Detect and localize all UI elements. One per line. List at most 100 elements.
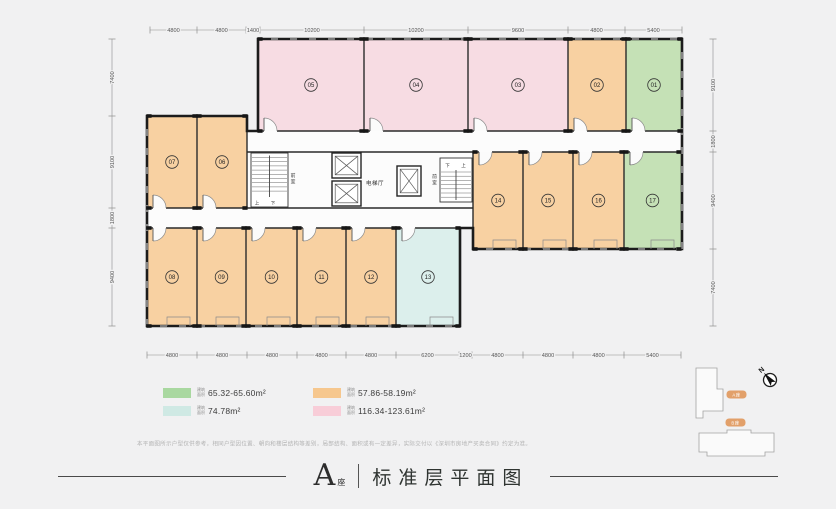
elevator-hall-label: 电梯厅 — [366, 179, 384, 187]
room-number-15: 15 — [545, 199, 552, 205]
room-17 — [623, 151, 682, 250]
svg-text:4800: 4800 — [167, 28, 179, 34]
svg-text:4800: 4800 — [542, 353, 554, 359]
block-letter: A — [313, 458, 336, 493]
svg-text:4800: 4800 — [592, 353, 604, 359]
room-fixtures-14: 14 — [472, 150, 524, 251]
room-fixtures-11: 11 — [296, 226, 347, 328]
room-fixtures-02: 02 — [567, 37, 627, 133]
svg-text:5400: 5400 — [646, 353, 658, 359]
stair-down-label: 下 — [271, 201, 276, 207]
room-number-13: 13 — [425, 275, 432, 281]
room-fixtures-05: 05 — [257, 37, 365, 133]
svg-text:1800: 1800 — [711, 135, 717, 147]
room-number-11: 11 — [318, 275, 325, 281]
svg-text:9100: 9100 — [711, 79, 717, 91]
svg-text:A座: A座 — [732, 392, 740, 399]
site-building-a-outline — [695, 367, 724, 419]
svg-text:10200: 10200 — [408, 28, 424, 34]
room-number-01: 01 — [651, 83, 658, 89]
compass-icon: N — [758, 366, 778, 388]
svg-text:1400: 1400 — [247, 28, 259, 34]
stair-up-label: 上 — [255, 200, 260, 206]
svg-text:4800: 4800 — [266, 353, 278, 359]
stair-up-label: 上 — [461, 162, 466, 168]
core: 上下下上前室前室电梯厅 — [250, 152, 473, 208]
room-06 — [196, 115, 248, 209]
svg-text:4800: 4800 — [315, 353, 327, 359]
room-fixtures-17: 17 — [623, 150, 682, 251]
room-08 — [146, 227, 198, 327]
room-02 — [567, 38, 627, 132]
site-building-b-outline — [698, 429, 775, 457]
legend-swatch-pink — [313, 405, 341, 416]
room-number-05: 05 — [308, 83, 315, 89]
room-number-06: 06 — [219, 160, 226, 166]
svg-text:4800: 4800 — [491, 353, 503, 359]
vestibule-label: 前室 — [432, 173, 437, 186]
room-03 — [467, 38, 569, 132]
legend-swatch-green — [163, 387, 191, 398]
badge-block-b — [725, 418, 746, 427]
svg-text:7400: 7400 — [110, 71, 116, 83]
legend-swatch-cyan — [163, 405, 191, 416]
vestibule-label: 前室 — [291, 172, 296, 185]
svg-text:5400: 5400 — [647, 28, 659, 34]
room-number-09: 09 — [218, 275, 225, 281]
room-fixtures-09: 09 — [196, 226, 247, 328]
title-divider — [358, 464, 360, 488]
legend-swatch-orange — [313, 387, 341, 398]
room-number-14: 14 — [495, 199, 502, 205]
svg-text:6200: 6200 — [421, 353, 433, 359]
stair-down-label: 下 — [445, 163, 450, 169]
svg-text:9400: 9400 — [711, 194, 717, 206]
room-10 — [245, 227, 298, 327]
site-key: A座 B座 — [695, 367, 775, 457]
title-bar: A 座 标准层平面图 — [0, 461, 836, 491]
title-rule-right — [550, 475, 779, 477]
legend-area-value: 57.86-58.19m² — [358, 387, 416, 398]
svg-text:1200: 1200 — [459, 353, 471, 359]
room-number-02: 02 — [594, 83, 601, 89]
legend-area-prefix: 建筑面积 — [347, 404, 355, 415]
svg-text:9600: 9600 — [512, 28, 524, 34]
svg-text:1800: 1800 — [110, 212, 116, 224]
compass-north-label: N — [758, 366, 766, 375]
legend-area-prefix: 建筑面积 — [197, 386, 205, 397]
corridor-lower — [146, 207, 474, 229]
room-fixtures-12: 12 — [345, 226, 397, 328]
room-fixtures-15: 15 — [522, 150, 574, 251]
title-rule-left — [57, 475, 286, 477]
room-fixtures-16: 16 — [572, 150, 625, 251]
legend-area-prefix: 建筑面积 — [197, 404, 205, 415]
room-number-12: 12 — [368, 275, 375, 281]
room-number-07: 07 — [169, 160, 176, 166]
room-fixtures-06: 06 — [196, 114, 248, 210]
svg-text:9400: 9400 — [110, 271, 116, 283]
svg-text:4800: 4800 — [215, 28, 227, 34]
legend-area-value: 116.34-123.61m² — [358, 405, 426, 416]
room-number-17: 17 — [649, 199, 656, 205]
disclaimer: 本平面图所示户型仅供参考，相同户型因位置、朝向和楼层结构等差别，局部结构、面积或… — [137, 441, 532, 448]
svg-text:B座: B座 — [731, 420, 739, 427]
room-13 — [395, 227, 461, 327]
svg-text:4800: 4800 — [216, 353, 228, 359]
room-number-04: 04 — [413, 83, 420, 89]
page-title: 标准层平面图 — [372, 467, 529, 489]
room-05 — [257, 38, 365, 132]
block-label: A 座 — [314, 461, 346, 491]
block-suffix: 座 — [337, 478, 346, 487]
room-fixtures-03: 03 — [467, 37, 569, 133]
room-fixtures-10: 10 — [245, 226, 298, 328]
room-fixtures-07: 07 — [146, 114, 198, 210]
room-number-16: 16 — [595, 199, 602, 205]
legend-area-value: 74.78m² — [208, 405, 241, 416]
